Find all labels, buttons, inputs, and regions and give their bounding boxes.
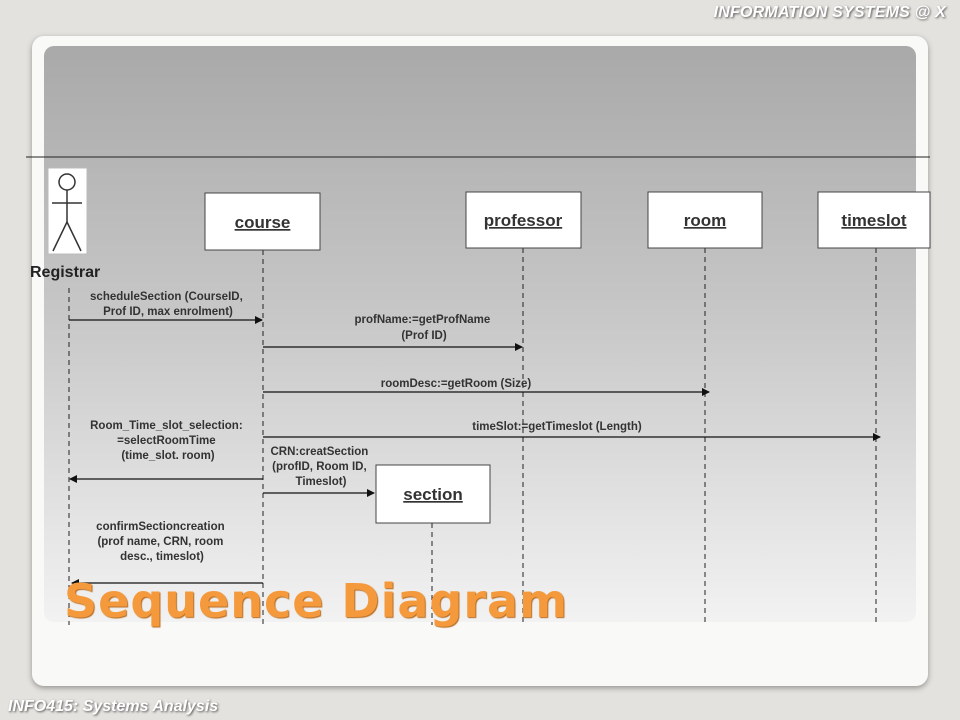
message-labels: scheduleSection (CourseID, Prof ID, max … <box>90 291 642 563</box>
label-line: (profID, Room ID, <box>272 461 367 473</box>
course-header: INFORMATION SYSTEMS @ X <box>713 4 946 21</box>
object-box <box>465 191 582 249</box>
object-timeslot: timeslot <box>817 191 931 249</box>
label-confirm-section: confirmSectioncreation (prof name, CRN, … <box>96 521 228 563</box>
object-course: course <box>204 192 321 251</box>
object-box <box>647 191 763 249</box>
label-line: Timeslot) <box>296 476 347 488</box>
object-name: course <box>235 213 291 232</box>
object-box <box>204 192 321 251</box>
label-select-room-time: Room_Time_slot_selection: =selectRoomTim… <box>90 420 246 462</box>
object-room: room <box>647 191 763 249</box>
object-box <box>375 464 491 524</box>
label-line: confirmSectioncreation <box>96 521 224 533</box>
label-line: roomDesc:=getRoom (Size) <box>381 378 532 390</box>
label-line: desc., timeslot) <box>120 551 204 563</box>
lifelines <box>68 248 877 625</box>
object-name: professor <box>484 211 563 230</box>
course-footer: INFO415: Systems Analysis <box>8 698 219 715</box>
label-schedule-section: scheduleSection (CourseID, Prof ID, max … <box>90 291 246 318</box>
label-line: =selectRoomTime <box>117 435 216 447</box>
actor-name: Registrar <box>30 264 100 281</box>
label-get-room: roomDesc:=getRoom (Size) <box>381 378 532 390</box>
object-section: section <box>375 464 491 524</box>
label-create-section: CRN:creatSection (profID, Room ID, Times… <box>271 446 372 488</box>
label-get-timeslot: timeSlot:=getTimeslot (Length) <box>472 421 642 433</box>
object-box <box>817 191 931 249</box>
slide-title: Sequence Diagram <box>64 574 569 628</box>
label-line: (prof name, CRN, room <box>97 536 223 548</box>
object-name: timeslot <box>841 211 907 230</box>
label-line: timeSlot:=getTimeslot (Length) <box>472 421 642 433</box>
stick-figure-icon <box>52 173 82 252</box>
label-line: Room_Time_slot_selection: <box>90 420 243 432</box>
label-get-prof-name: profName:=getProfName (Prof ID) <box>355 314 494 342</box>
object-professor: professor <box>465 191 582 249</box>
message-arrows <box>69 316 881 587</box>
label-line: (time_slot. room) <box>121 450 214 462</box>
label-line: scheduleSection (CourseID, <box>90 291 243 303</box>
label-line: (Prof ID) <box>401 330 447 342</box>
label-line: Prof ID, max enrolment) <box>103 306 233 318</box>
object-name: section <box>403 485 463 504</box>
label-line: CRN:creatSection <box>271 446 369 458</box>
actor-registrar: Registrar <box>30 167 100 281</box>
content-panel <box>44 46 916 622</box>
object-name: room <box>684 211 727 230</box>
label-line: profName:=getProfName <box>355 314 491 326</box>
